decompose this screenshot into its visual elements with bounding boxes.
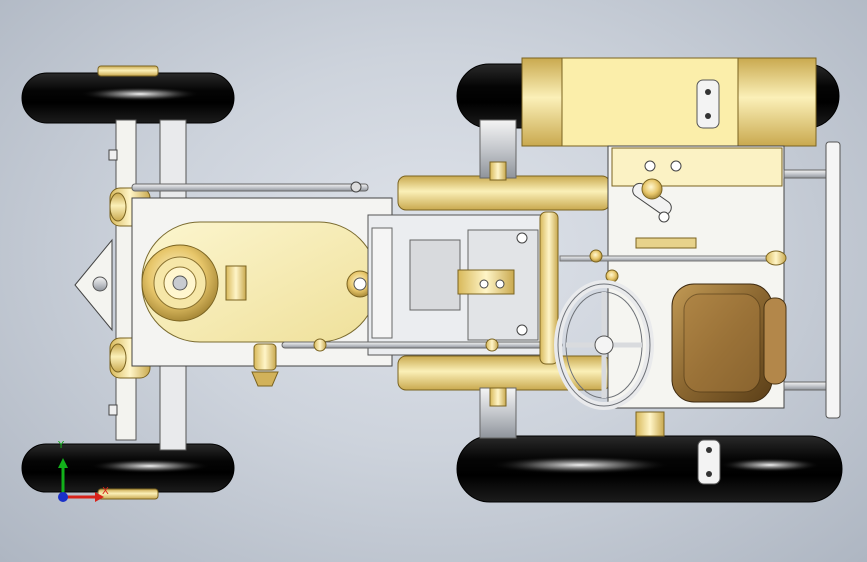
tie-rod[interactable]	[131, 183, 369, 192]
drain-fitting[interactable]	[251, 343, 279, 387]
control-rod[interactable]	[559, 249, 787, 283]
front-pulley[interactable]	[141, 244, 247, 322]
rear-axle-fitting[interactable]	[635, 411, 721, 485]
axis-triad	[58, 458, 104, 502]
throttle-lever[interactable]	[630, 178, 674, 223]
driver-seat[interactable]	[671, 283, 787, 403]
steering-wheel[interactable]	[554, 280, 654, 410]
y-axis-label: Y	[58, 440, 65, 451]
front-right-tire[interactable]	[21, 443, 235, 493]
gear-mechanism[interactable]	[367, 214, 547, 356]
front-left-tire[interactable]	[21, 72, 235, 124]
fuel-tank[interactable]	[521, 57, 817, 147]
front-left-hub[interactable]	[97, 65, 159, 77]
rear-right-tire[interactable]	[456, 435, 843, 503]
side-plate[interactable]	[539, 211, 559, 365]
x-axis-label: X	[102, 486, 109, 497]
gear-rack[interactable]	[635, 237, 697, 249]
rear-bumper[interactable]	[783, 141, 841, 419]
